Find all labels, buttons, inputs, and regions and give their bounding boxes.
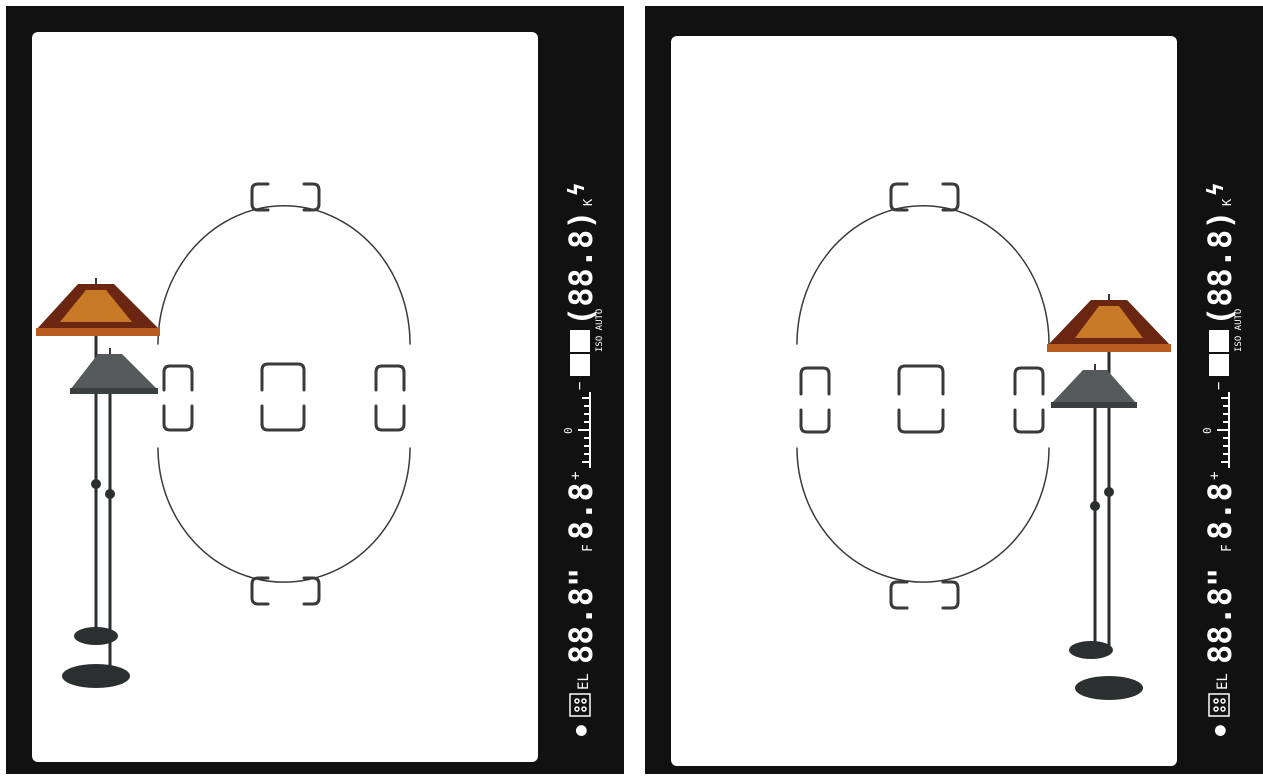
aperture-prefix: F	[1220, 544, 1235, 552]
lcd-readout: ● EL 88.8" F 8.8 + 0 − ISO AU	[562, 183, 605, 736]
viewfinder-screen	[32, 32, 538, 762]
exposure-zero-label: 0	[562, 427, 575, 434]
flash-ready-icon: ϟ	[565, 183, 590, 196]
exposure-minus-label: −	[1211, 382, 1227, 390]
shutter-speed-value: 88.8"	[562, 568, 600, 664]
frame-count-value: (88.8)	[562, 210, 600, 326]
metering-mode-icon	[570, 694, 590, 716]
frame-count-unit: K	[581, 198, 595, 206]
flash-ready-icon: ϟ	[1204, 183, 1229, 196]
exposure-plus-label: +	[1207, 472, 1223, 480]
viewfinder-right: ● EL 88.8" F 8.8 + 0 − ISO AU	[645, 6, 1263, 774]
viewfinder-left-graphic: ● EL 88.8" F 8.8 + 0 − ISO AU	[6, 6, 624, 774]
metering-mode-icon	[1209, 694, 1229, 716]
status-indicator: ●	[570, 725, 591, 736]
exposure-lock-label: EL	[1215, 673, 1231, 690]
frame-count-value: (88.8)	[1201, 210, 1239, 326]
exposure-scale-icon	[1217, 392, 1229, 468]
status-indicator: ●	[1209, 725, 1230, 736]
lcd-readout: ● EL 88.8" F 8.8 + 0 − ISO AU	[1201, 183, 1244, 736]
aperture-prefix: F	[581, 544, 596, 552]
aperture-value: 8.8	[562, 482, 600, 540]
viewfinder-left: ● EL 88.8" F 8.8 + 0 − ISO AU	[6, 6, 624, 774]
viewfinder-right-graphic: ● EL 88.8" F 8.8 + 0 − ISO AU	[645, 6, 1263, 774]
exposure-scale-icon	[578, 392, 590, 468]
shutter-speed-value: 88.8"	[1201, 568, 1239, 664]
compensation-icon	[1209, 330, 1229, 352]
compensation-icon	[570, 354, 590, 376]
exposure-lock-label: EL	[576, 673, 592, 690]
frame-count-unit: K	[1220, 198, 1234, 206]
exposure-zero-label: 0	[1201, 427, 1214, 434]
exposure-minus-label: −	[572, 382, 588, 390]
compensation-icon	[570, 330, 590, 352]
aperture-value: 8.8	[1201, 482, 1239, 540]
exposure-plus-label: +	[568, 472, 584, 480]
compensation-icon	[1209, 354, 1229, 376]
